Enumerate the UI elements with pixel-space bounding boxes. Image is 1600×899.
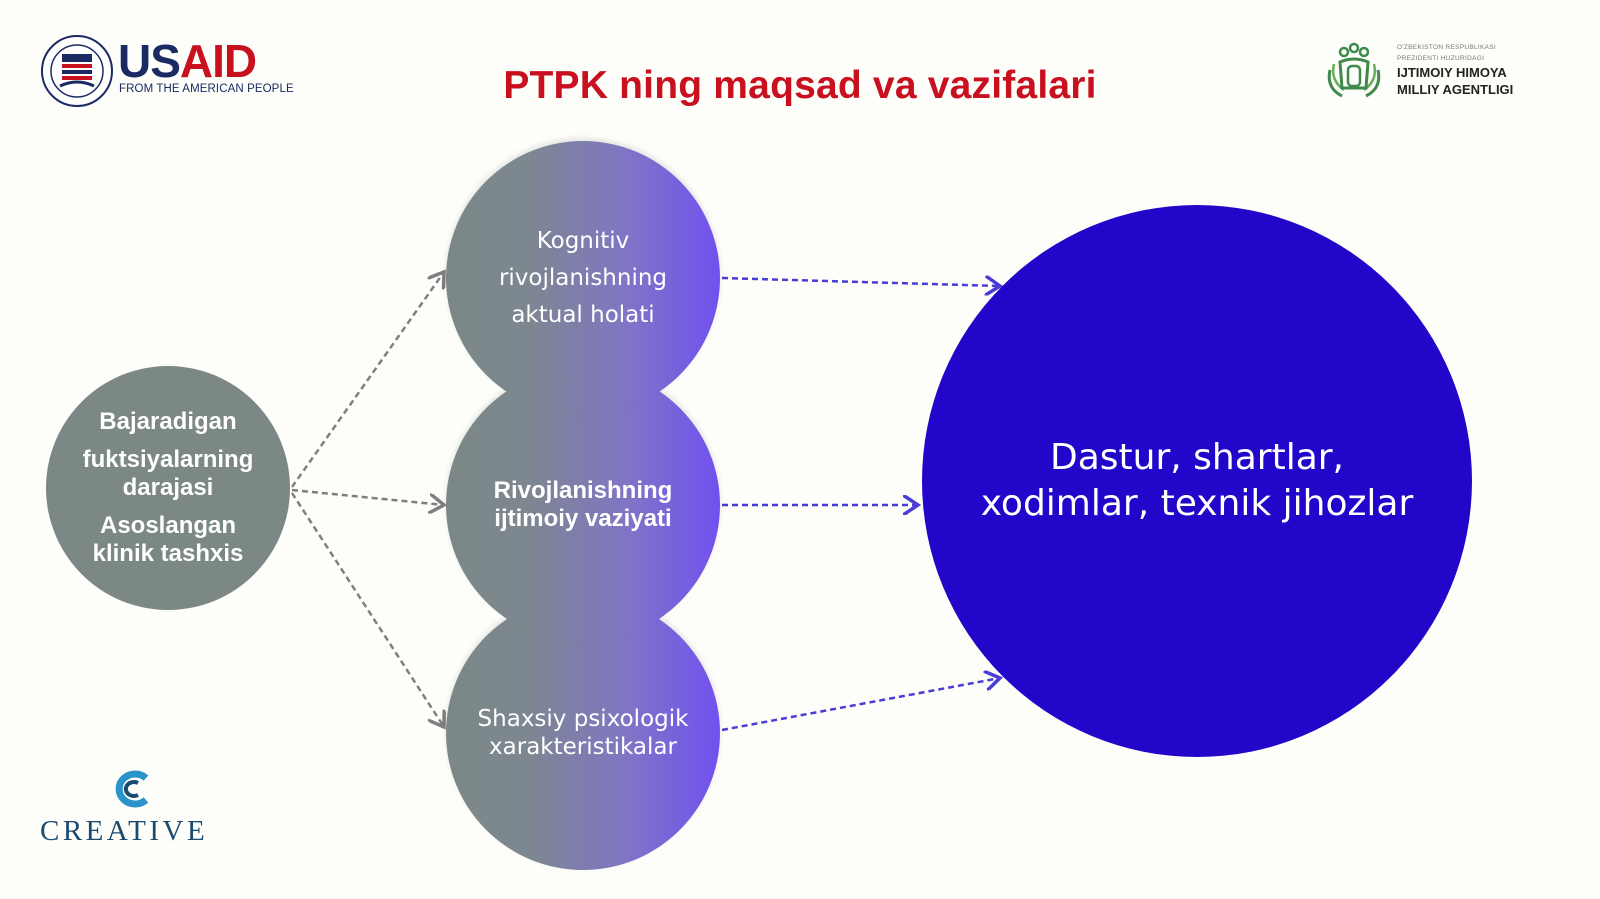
node-left-assessment: Bajaradigan fuktsiyalarning darajasi Aso… xyxy=(46,366,290,610)
creative-logo-icon xyxy=(115,770,149,808)
arrow-left-to-top xyxy=(290,272,444,488)
node-left-line3: darajasi xyxy=(122,474,214,501)
agency-name: IJTIMOIY HIMOYA MILLIY AGENTLIGI xyxy=(1397,65,1514,97)
slide-title: PTPK ning maqsad va vazifalari xyxy=(503,64,1097,107)
agency-emblem-icon xyxy=(1327,42,1381,98)
node-personal-characteristics: Shaxsiy psixologik xarakteristikalar xyxy=(446,596,720,870)
node-left-line5: klinik tashxis xyxy=(92,540,244,567)
usaid-tagline: FROM THE AMERICAN PEOPLE xyxy=(119,83,294,95)
arrow-top-to-target xyxy=(721,278,1000,286)
usaid-seal-icon xyxy=(41,35,113,107)
node-left-line2: fuktsiyalarning xyxy=(82,446,254,473)
node-social-situation-label: Rivojlanishning ijtimoiy vaziyati xyxy=(493,477,673,532)
creative-wordmark: CREATIVE xyxy=(40,815,209,847)
arrow-left-to-middle xyxy=(291,488,444,505)
agency-subtitle: O'ZBEKISTON RESPUBLIKASI PREZIDENTI HUZU… xyxy=(1397,44,1496,62)
node-program-resources: Dastur, shartlar, xodimlar, texnik jihoz… xyxy=(922,205,1472,757)
node-left-line4: Asoslangan xyxy=(99,512,237,539)
arrow-bottom-to-target xyxy=(721,678,1000,732)
arrow-left-to-bottom xyxy=(290,492,444,727)
node-left-line1: Bajaradigan xyxy=(99,408,237,435)
node-program-resources-label: Dastur, shartlar, xodimlar, texnik jihoz… xyxy=(980,437,1414,524)
node-personal-characteristics-label: Shaxsiy psixologik xarakteristikalar xyxy=(477,706,689,760)
node-cognitive-development: Kognitiv rivojlanishning aktual holati xyxy=(446,141,720,415)
usaid-wordmark: USAID xyxy=(118,35,257,87)
node-cognitive-development-label: Kognitiv rivojlanishning aktual holati xyxy=(498,227,668,328)
